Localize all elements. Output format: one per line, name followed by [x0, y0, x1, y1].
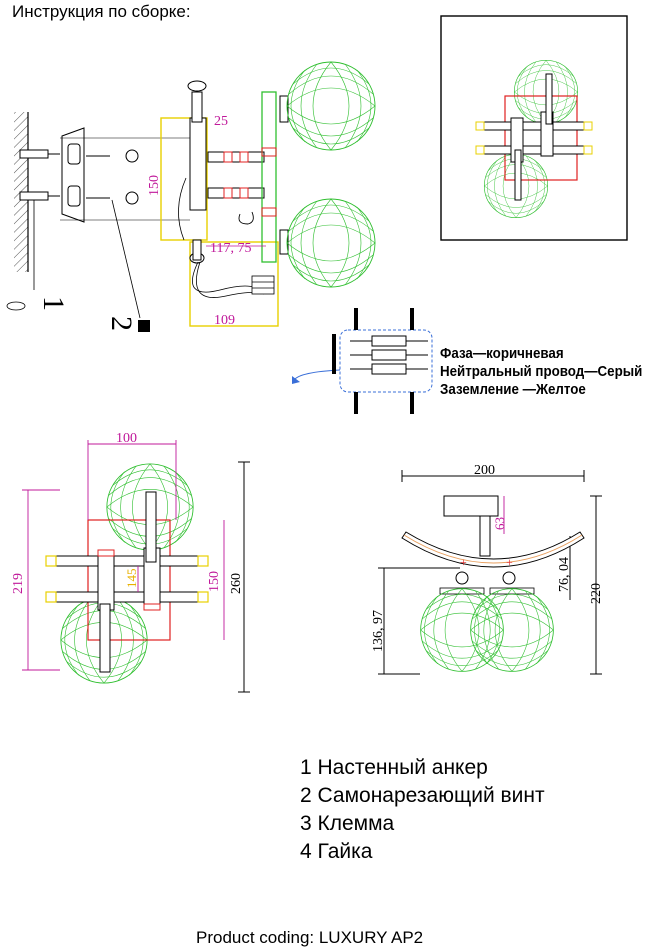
dim-220: 220 — [589, 583, 604, 604]
svg-text:+: + — [506, 555, 513, 569]
part-label-1: 1 — [37, 296, 70, 311]
page-title: Инструкция по сборке: — [12, 2, 191, 21]
legend-item-terminal: 3 Клемма — [300, 812, 395, 835]
legend-item-nut: 4 Гайка — [300, 840, 373, 863]
dim-150-top: 150 — [207, 571, 222, 592]
dim-145: 145 — [124, 569, 139, 589]
dim-260: 260 — [229, 573, 244, 594]
dim-25: 25 — [214, 114, 228, 129]
product-coding: Product coding: LUXURY AP2 — [196, 928, 424, 947]
part-label-2: 2 — [105, 316, 138, 331]
top-view — [22, 440, 250, 693]
dim-109: 109 — [214, 313, 235, 328]
wiring-phase-label: Фаза—коричневая — [440, 346, 564, 362]
legend-item-anchor: 1 Настенный анкер — [300, 756, 488, 779]
wiring-ground-label: Заземление —Желтое — [440, 382, 586, 398]
svg-text:+: + — [460, 555, 467, 569]
dim-76-04: 76, 04 — [557, 557, 572, 592]
wiring-neutral-label: Нейтральный провод—Серый — [440, 364, 643, 380]
dim-100: 100 — [116, 431, 137, 446]
dim-136-97: 136, 97 — [371, 610, 386, 652]
dim-117-75: 117, 75 — [210, 241, 251, 256]
dim-150-side: 150 — [147, 175, 162, 196]
legend-item-screw: 2 Самонарезающий винт — [300, 784, 545, 807]
front-view: + + — [378, 470, 602, 675]
boxed-top-view — [440, 15, 628, 241]
dim-200: 200 — [474, 463, 495, 478]
wiring-diagram — [292, 308, 433, 414]
dim-219: 219 — [11, 573, 26, 594]
side-view — [14, 61, 376, 327]
dim-63: 63 — [492, 517, 507, 530]
